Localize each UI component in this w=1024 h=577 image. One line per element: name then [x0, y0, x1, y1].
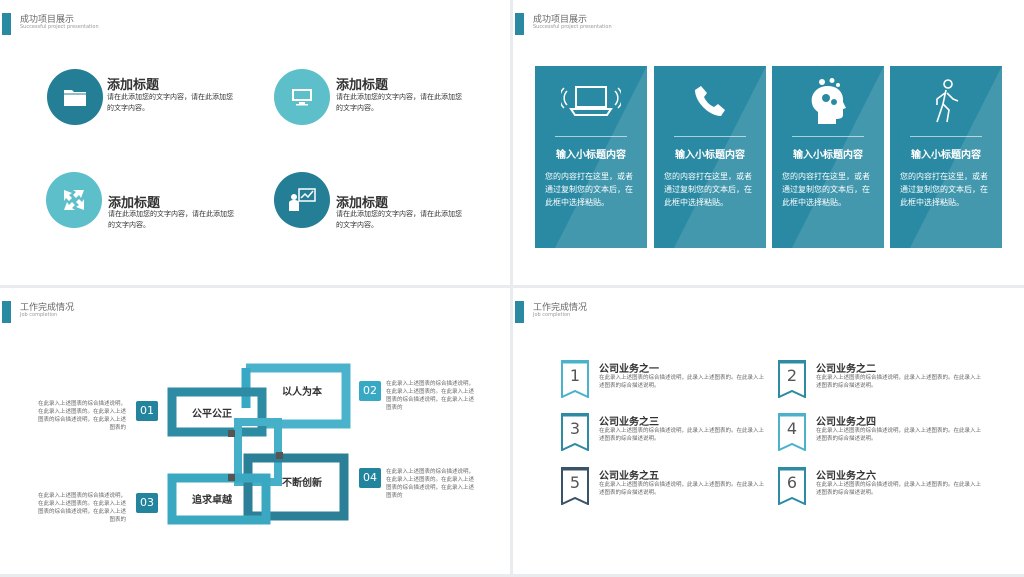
slide-project-showcase-cards[interactable]: 成功项目展示 Successful project presentation 输… — [513, 0, 1024, 285]
business-desc: 在此录入上述图表的综合描述说明，此录入上述图表的。在此录入上述图表的综合描述说明… — [599, 482, 765, 496]
head-gears-icon — [772, 76, 884, 126]
slide-subtitle: Successful project presentation — [20, 24, 99, 30]
business-item: 4 公司业务之四 在此录入上述图表的综合描述说明，此录入上述图表的。在此录入上述… — [778, 413, 982, 457]
business-title: 公司业务之三 — [599, 417, 659, 428]
card-title: 输入小标题内容 — [556, 150, 626, 161]
card-title: 输入小标题内容 — [675, 150, 745, 161]
feature-desc: 请在此添加您的文字内容，请在此添加您的文字内容。 — [336, 93, 462, 112]
header-accent-bar — [515, 13, 524, 35]
feature-title: 添加标题 — [336, 78, 389, 93]
card-desc: 您的内容打在这里，或者通过复制您的文本后，在此框中选择粘贴。 — [664, 172, 752, 207]
slide-title: 成功项目展示 — [533, 15, 588, 25]
card-desc: 您的内容打在这里，或者通过复制您的文本后，在此框中选择粘贴。 — [900, 172, 988, 207]
slide-subtitle: Job completion — [20, 312, 58, 318]
step-number-badge: 04 — [359, 468, 381, 488]
info-card: 输入小标题内容 您的内容打在这里，或者通过复制您的文本后，在此框中选择粘贴。 — [654, 66, 766, 248]
slide-subtitle: Successful project presentation — [533, 24, 612, 30]
laptop-wifi-icon — [535, 76, 647, 126]
slide-job-completion-business[interactable]: 工作完成情况 Job completion 1 公司业务之一 在此录入上述图表的… — [513, 288, 1024, 574]
chain-label: 追求卓越 — [192, 495, 232, 506]
info-card: 输入小标题内容 您的内容打在这里，或者通过复制您的文本后，在此框中选择粘贴。 — [535, 66, 647, 248]
card-desc: 您的内容打在这里，或者通过复制您的文本后，在此框中选择粘贴。 — [782, 172, 870, 207]
number-shield-icon — [778, 467, 806, 505]
business-item: 2 公司业务之二 在此录入上述图表的综合描述说明，此录入上述图表的。在此录入上述… — [778, 360, 982, 404]
business-item: 1 公司业务之一 在此录入上述图表的综合描述说明，此录入上述图表的。在此录入上述… — [561, 360, 765, 404]
business-desc: 在此录入上述图表的综合描述说明，此录入上述图表的。在此录入上述图表的综合描述说明… — [816, 428, 982, 442]
step-number-badge: 03 — [136, 493, 158, 513]
number-shield-icon — [778, 360, 806, 398]
number-shield-icon — [778, 413, 806, 451]
feature-desc: 请在此添加您的文字内容，请在此添加您的文字内容。 — [107, 93, 233, 112]
business-number: 4 — [786, 419, 798, 438]
presentation-chart-icon — [274, 172, 330, 228]
walking-person-icon — [890, 76, 1002, 126]
slide-title: 工作完成情况 — [533, 303, 588, 313]
number-shield-icon — [561, 467, 589, 505]
business-desc: 在此录入上述图表的综合描述说明，此录入上述图表的。在此录入上述图表的综合描述说明… — [816, 375, 982, 389]
number-shield-icon — [561, 413, 589, 451]
step-desc: 在此录入上述图表的综合描述说明，在此录入上述图表的。在此录入上述图表的综合描述说… — [386, 381, 475, 411]
business-desc: 在此录入上述图表的综合描述说明，此录入上述图表的。在此录入上述图表的综合描述说明… — [599, 428, 765, 442]
header-accent-bar — [2, 301, 11, 323]
feature-desc: 请在此添加您的文字内容，请在此添加您的文字内容。 — [108, 210, 234, 229]
step-number-badge: 01 — [136, 401, 158, 421]
business-number: 1 — [569, 366, 581, 385]
header-accent-bar — [515, 301, 524, 323]
business-item: 3 公司业务之三 在此录入上述图表的综合描述说明，此录入上述图表的。在此录入上述… — [561, 413, 765, 457]
business-title: 公司业务之五 — [599, 471, 659, 482]
step-desc: 在此录入上述图表的综合描述说明，在此录入上述图表的。在此录入上述图表的综合描述说… — [37, 401, 126, 431]
business-number: 5 — [569, 473, 581, 492]
feature-title: 添加标题 — [108, 196, 161, 211]
slide-project-showcase-icons[interactable]: 成功项目展示 Successful project presentation 添… — [0, 0, 510, 285]
arrows-converge-icon — [46, 172, 102, 228]
slide-title: 工作完成情况 — [20, 303, 75, 313]
business-item: 5 公司业务之五 在此录入上述图表的综合描述说明，此录入上述图表的。在此录入上述… — [561, 467, 765, 511]
chain-label: 公平公正 — [192, 409, 232, 420]
business-title: 公司业务之六 — [816, 471, 876, 482]
slide-subtitle: Job completion — [533, 312, 571, 318]
header-accent-bar — [2, 13, 11, 35]
slide-job-completion-chain[interactable]: 工作完成情况 Job completion 公平公正 以人为本 追求卓越 不断创… — [0, 288, 510, 574]
business-desc: 在此录入上述图表的综合描述说明，此录入上述图表的。在此录入上述图表的综合描述说明… — [599, 375, 765, 389]
feature-desc: 请在此添加您的文字内容，请在此添加您的文字内容。 — [336, 210, 462, 229]
business-number: 6 — [786, 473, 798, 492]
number-shield-icon — [561, 360, 589, 398]
business-title: 公司业务之一 — [599, 364, 659, 375]
feature-title: 添加标题 — [336, 196, 389, 211]
slide-title: 成功项目展示 — [20, 15, 75, 25]
business-desc: 在此录入上述图表的综合描述说明，此录入上述图表的。在此录入上述图表的综合描述说明… — [816, 482, 982, 496]
business-title: 公司业务之二 — [816, 364, 876, 375]
step-desc: 在此录入上述图表的综合描述说明，在此录入上述图表的。在此录入上述图表的综合描述说… — [386, 469, 475, 499]
card-title: 输入小标题内容 — [793, 150, 863, 161]
monitor-icon — [274, 69, 330, 125]
card-desc: 您的内容打在这里，或者通过复制您的文本后，在此框中选择粘贴。 — [545, 172, 633, 207]
business-item: 6 公司业务之六 在此录入上述图表的综合描述说明，此录入上述图表的。在此录入上述… — [778, 467, 982, 511]
feature-title: 添加标题 — [107, 78, 160, 93]
chain-label: 以人为本 — [282, 387, 322, 398]
folder-icon — [47, 69, 103, 125]
business-title: 公司业务之四 — [816, 417, 876, 428]
info-card: 输入小标题内容 您的内容打在这里，或者通过复制您的文本后，在此框中选择粘贴。 — [772, 66, 884, 248]
card-title: 输入小标题内容 — [911, 150, 981, 161]
phone-icon — [654, 76, 766, 126]
chain-links-graphic — [167, 363, 351, 525]
chain-label: 不断创新 — [282, 478, 322, 489]
business-number: 2 — [786, 366, 798, 385]
business-number: 3 — [569, 419, 581, 438]
step-desc: 在此录入上述图表的综合描述说明，在此录入上述图表的。在此录入上述图表的综合描述说… — [37, 493, 126, 523]
step-number-badge: 02 — [359, 381, 381, 401]
info-card: 输入小标题内容 您的内容打在这里，或者通过复制您的文本后，在此框中选择粘贴。 — [890, 66, 1002, 248]
